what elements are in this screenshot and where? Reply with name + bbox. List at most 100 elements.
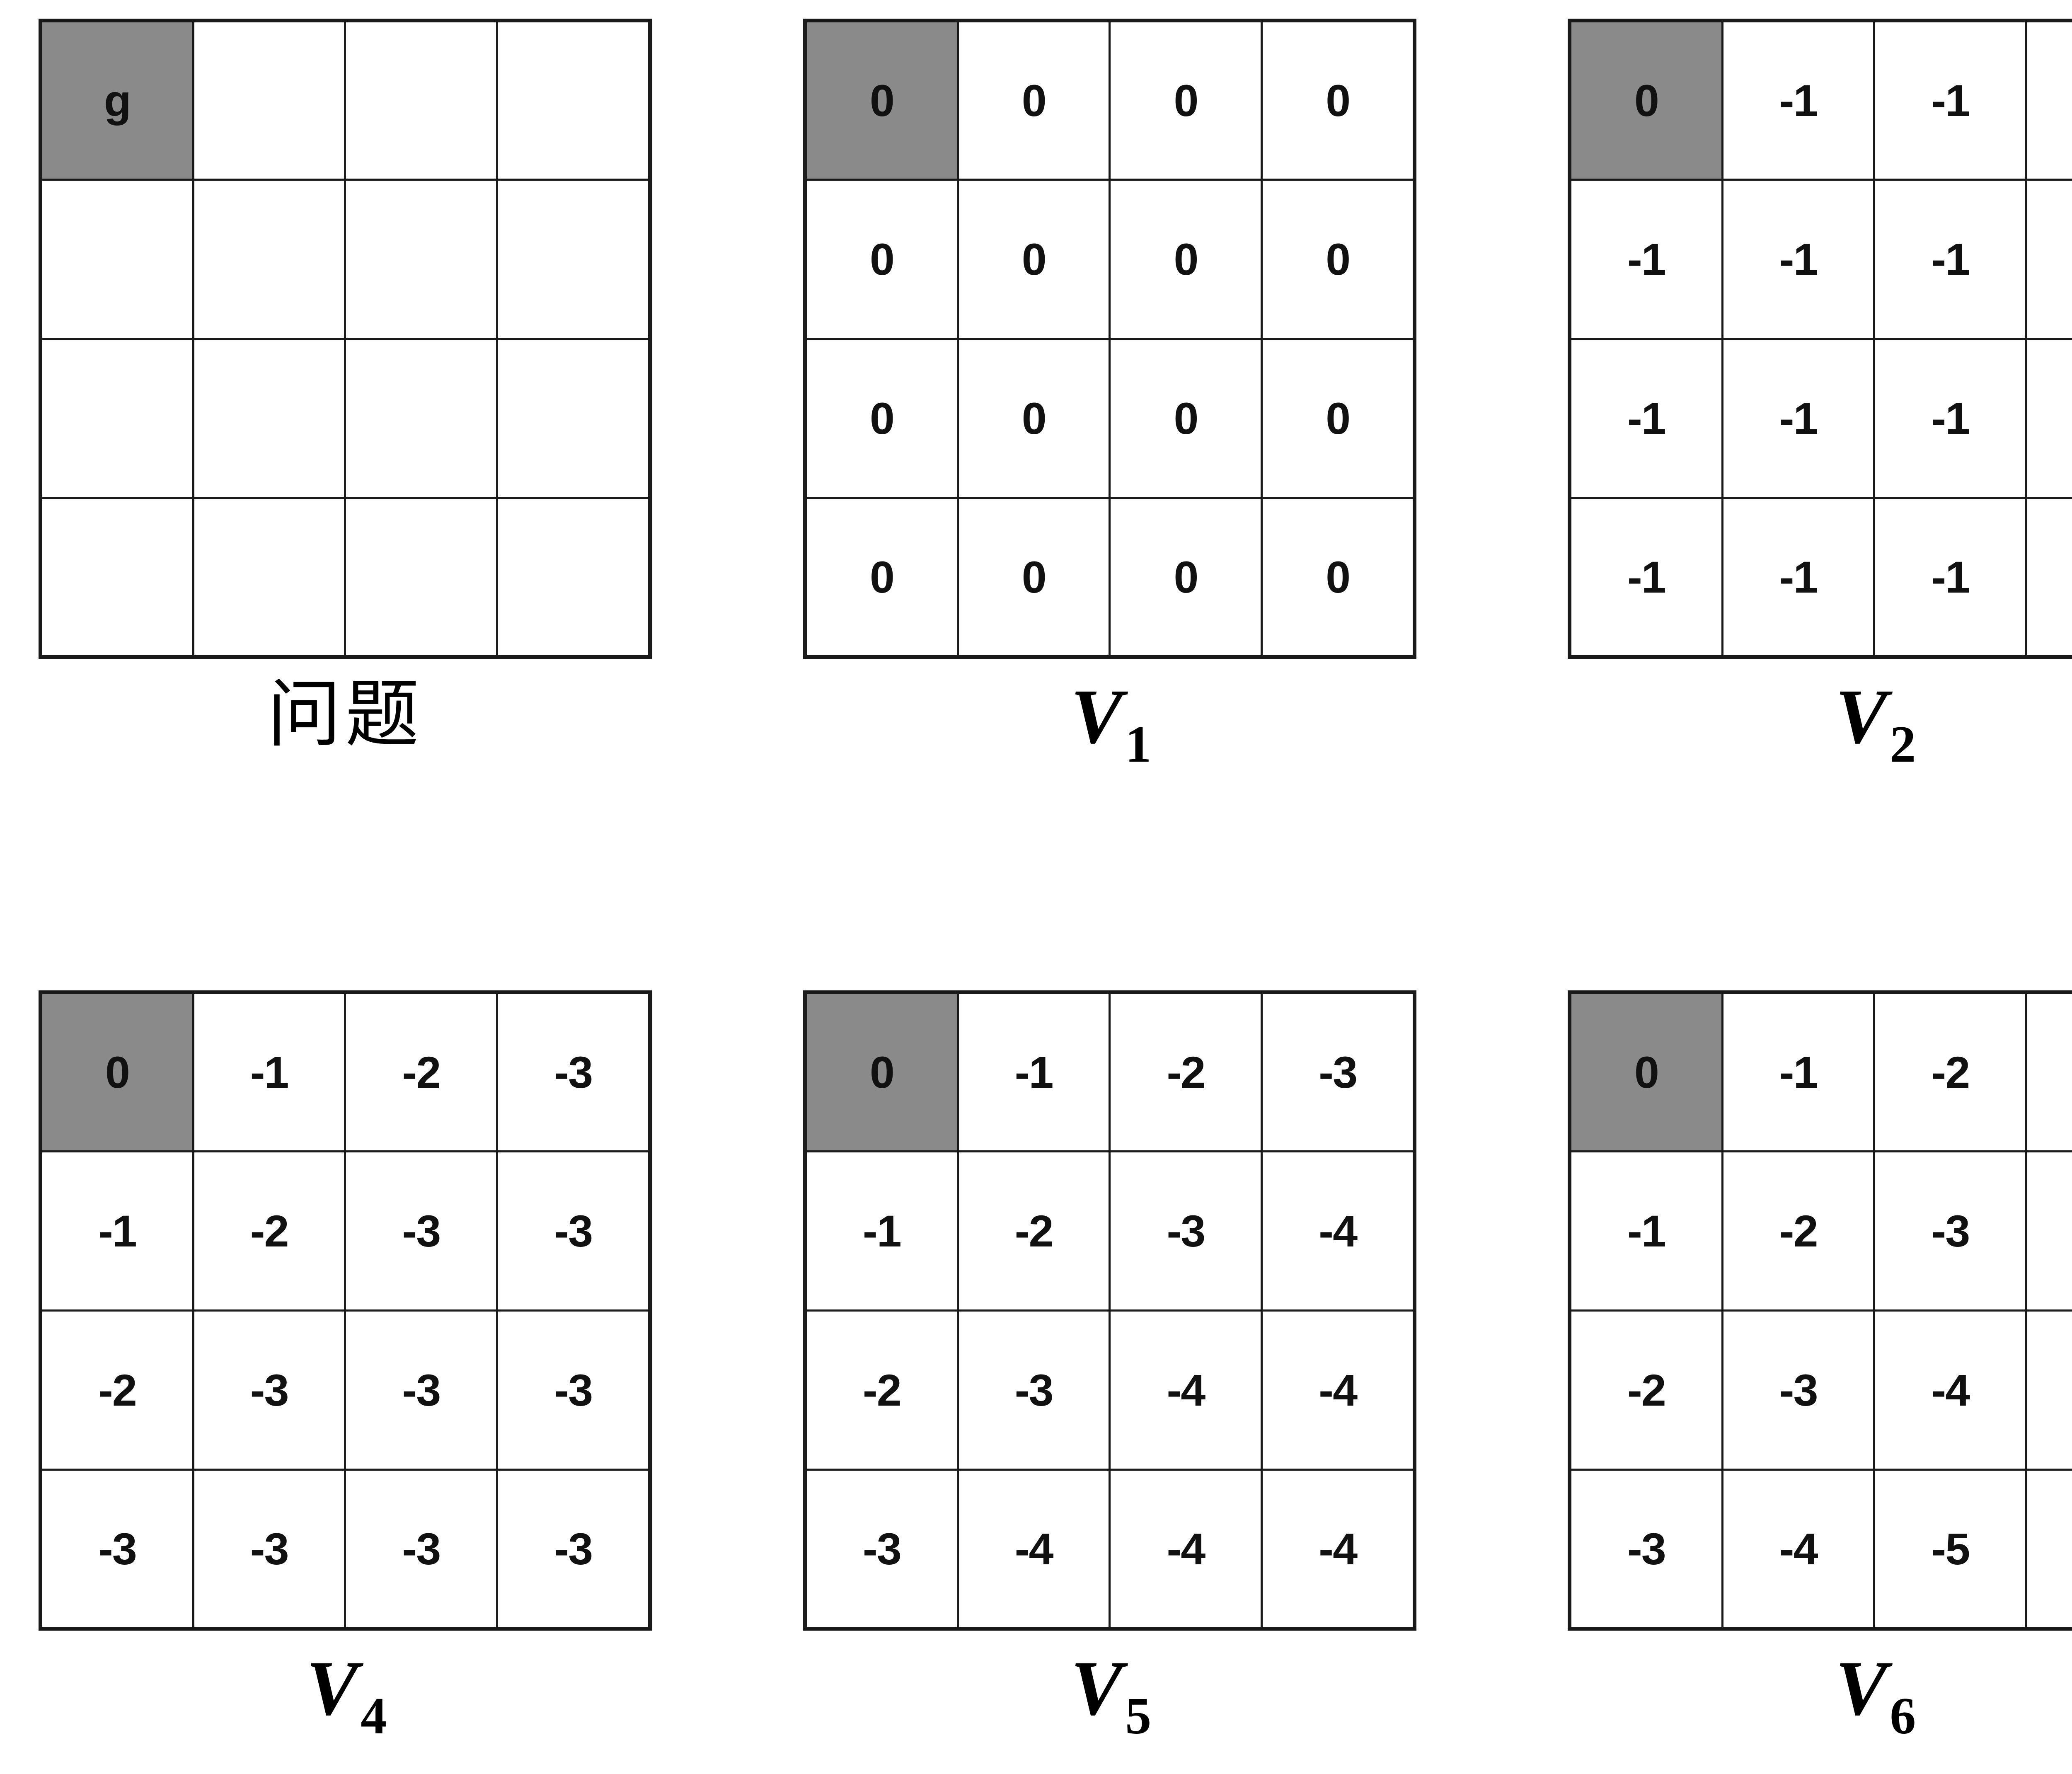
grid-cell-v4-r2c1[interactable]: -3 xyxy=(192,1309,346,1471)
grid-cell-v6-r2c0[interactable]: -2 xyxy=(1569,1309,1723,1471)
grid-cell-v4-r2c0[interactable]: -2 xyxy=(39,1309,194,1471)
grid-cell-v5-r1c3[interactable]: -4 xyxy=(1261,1150,1416,1312)
grid-cell-v2-r3c0[interactable]: -1 xyxy=(1569,497,1723,658)
grid-cell-v2-r2c2[interactable]: -1 xyxy=(1873,338,2028,499)
grid-cell-v5-r2c2[interactable]: -4 xyxy=(1109,1309,1263,1471)
grid-cell-v6-r3c2[interactable]: -5 xyxy=(1873,1469,2028,1630)
grid-cell-v4-r1c2[interactable]: -3 xyxy=(344,1150,499,1312)
grid-cell-v6-r1c2[interactable]: -3 xyxy=(1873,1150,2028,1312)
grid-cell-v4-r1c0[interactable]: -1 xyxy=(39,1150,194,1312)
grid-cell-v1-r1c3[interactable]: 0 xyxy=(1261,179,1416,340)
grid-cell-v1-r1c0[interactable]: 0 xyxy=(804,179,959,340)
panel-caption-v2: V2 xyxy=(1568,678,2072,771)
grid-cell-problem-r2c0[interactable] xyxy=(39,338,194,499)
grid-cell-v6-r3c0[interactable]: -3 xyxy=(1569,1469,1723,1630)
grid-cell-problem-r3c1[interactable] xyxy=(192,497,346,658)
grid-cell-problem-r3c2[interactable] xyxy=(344,497,499,658)
grid-cell-v6-r1c1[interactable]: -2 xyxy=(1721,1150,1876,1312)
grid-cell-problem-r3c0[interactable] xyxy=(39,497,194,658)
grid-cell-problem-r1c0[interactable] xyxy=(39,179,194,340)
caption-subscript-v4: 4 xyxy=(361,1687,387,1745)
grid-cell-v1-r2c0[interactable]: 0 xyxy=(804,338,959,499)
grid-cell-v6-r0c3[interactable]: -3 xyxy=(2025,991,2072,1152)
grid-cell-v1-r2c2[interactable]: 0 xyxy=(1109,338,1263,499)
grid-cell-v4-r3c3[interactable]: -3 xyxy=(496,1469,651,1630)
grid-cell-v1-r3c2[interactable]: 0 xyxy=(1109,497,1263,658)
grid-row xyxy=(39,179,651,340)
grid-cell-v2-r2c1[interactable]: -1 xyxy=(1721,338,1876,499)
grid-cell-v6-r2c1[interactable]: -3 xyxy=(1721,1309,1876,1471)
grid-cell-v5-r3c0[interactable]: -3 xyxy=(804,1469,959,1630)
grid-cell-problem-r2c2[interactable] xyxy=(344,338,499,499)
grid-cell-v2-r0c2[interactable]: -1 xyxy=(1873,19,2028,181)
grid-cell-v4-r2c3[interactable]: -3 xyxy=(496,1309,651,1471)
grid-cell-v2-r3c1[interactable]: -1 xyxy=(1721,497,1876,658)
grid-cell-problem-r1c1[interactable] xyxy=(192,179,346,340)
grid-cell-v2-r1c0[interactable]: -1 xyxy=(1569,179,1723,340)
grid-cell-v6-r0c1[interactable]: -1 xyxy=(1721,991,1876,1152)
grid-cell-v2-r2c3[interactable]: -1 xyxy=(2025,338,2072,499)
grid-cell-v4-r0c2[interactable]: -2 xyxy=(344,991,499,1152)
grid-cell-v5-r0c3[interactable]: -3 xyxy=(1261,991,1416,1152)
grid-cell-v6-r3c1[interactable]: -4 xyxy=(1721,1469,1876,1630)
grid-cell-v4-r3c2[interactable]: -3 xyxy=(344,1469,499,1630)
grid-cell-v5-r3c3[interactable]: -4 xyxy=(1261,1469,1416,1630)
grid-cell-terminal-v6[interactable]: 0 xyxy=(1569,991,1723,1152)
grid-cell-v4-r2c2[interactable]: -3 xyxy=(344,1309,499,1471)
grid-cell-v2-r3c3[interactable]: -1 xyxy=(2025,497,2072,658)
grid-cell-v4-r3c0[interactable]: -3 xyxy=(39,1469,194,1630)
grid-cell-v5-r0c1[interactable]: -1 xyxy=(956,991,1111,1152)
grid-cell-v1-r0c3[interactable]: 0 xyxy=(1261,19,1416,181)
grid-cell-terminal-v4[interactable]: 0 xyxy=(39,991,194,1152)
grid-cell-problem-r0c1[interactable] xyxy=(192,19,346,181)
grid-cell-v4-r3c1[interactable]: -3 xyxy=(192,1469,346,1630)
grid-cell-v2-r1c2[interactable]: -1 xyxy=(1873,179,2028,340)
grid-cell-v6-r2c3[interactable]: -5 xyxy=(2025,1309,2072,1471)
grid-cell-problem-r0c3[interactable] xyxy=(496,19,651,181)
grid-cell-v2-r1c1[interactable]: -1 xyxy=(1721,179,1876,340)
grid-cell-v5-r1c2[interactable]: -3 xyxy=(1109,1150,1263,1312)
grid-cell-terminal-problem[interactable]: g xyxy=(39,19,194,181)
grid-cell-v5-r3c1[interactable]: -4 xyxy=(956,1469,1111,1630)
grid-cell-v2-r1c3[interactable]: -1 xyxy=(2025,179,2072,340)
grid-cell-v1-r0c2[interactable]: 0 xyxy=(1109,19,1263,181)
grid-cell-v6-r0c2[interactable]: -2 xyxy=(1873,991,2028,1152)
grid-cell-v5-r0c2[interactable]: -2 xyxy=(1109,991,1263,1152)
grid-cell-problem-r3c3[interactable] xyxy=(496,497,651,658)
grid-cell-v1-r1c2[interactable]: 0 xyxy=(1109,179,1263,340)
grid-cell-v2-r0c3[interactable]: -1 xyxy=(2025,19,2072,181)
grid-cell-v1-r1c1[interactable]: 0 xyxy=(956,179,1111,340)
grid-cell-v5-r2c1[interactable]: -3 xyxy=(956,1309,1111,1471)
grid-cell-problem-r2c1[interactable] xyxy=(192,338,346,499)
grid-cell-v2-r0c1[interactable]: -1 xyxy=(1721,19,1876,181)
grid-cell-v4-r1c3[interactable]: -3 xyxy=(496,1150,651,1312)
grid-cell-v1-r3c0[interactable]: 0 xyxy=(804,497,959,658)
grid-cell-problem-r0c2[interactable] xyxy=(344,19,499,181)
grid-cell-v4-r0c3[interactable]: -3 xyxy=(496,991,651,1152)
grid-cell-v1-r0c1[interactable]: 0 xyxy=(956,19,1111,181)
grid-cell-v5-r1c1[interactable]: -2 xyxy=(956,1150,1111,1312)
grid-cell-v5-r2c3[interactable]: -4 xyxy=(1261,1309,1416,1471)
grid-cell-v5-r2c0[interactable]: -2 xyxy=(804,1309,959,1471)
grid-cell-v1-r2c3[interactable]: 0 xyxy=(1261,338,1416,499)
grid-cell-terminal-v5[interactable]: 0 xyxy=(804,991,959,1152)
grid-cell-v1-r3c3[interactable]: 0 xyxy=(1261,497,1416,658)
grid-cell-v6-r3c3[interactable]: -5 xyxy=(2025,1469,2072,1630)
grid-cell-v6-r2c2[interactable]: -4 xyxy=(1873,1309,2028,1471)
grid-cell-terminal-v1[interactable]: 0 xyxy=(804,19,959,181)
grid-cell-problem-r2c3[interactable] xyxy=(496,338,651,499)
grid-cell-v1-r3c1[interactable]: 0 xyxy=(956,497,1111,658)
grid-cell-v6-r1c3[interactable]: -4 xyxy=(2025,1150,2072,1312)
grid-cell-v4-r0c1[interactable]: -1 xyxy=(192,991,346,1152)
grid-cell-v5-r3c2[interactable]: -4 xyxy=(1109,1469,1263,1630)
grid-cell-v6-r1c0[interactable]: -1 xyxy=(1569,1150,1723,1312)
grid-cell-problem-r1c2[interactable] xyxy=(344,179,499,340)
grid-cell-v1-r2c1[interactable]: 0 xyxy=(956,338,1111,499)
grid-cell-v2-r2c0[interactable]: -1 xyxy=(1569,338,1723,499)
grid-cell-v2-r3c2[interactable]: -1 xyxy=(1873,497,2028,658)
grid-cell-v5-r1c0[interactable]: -1 xyxy=(804,1150,959,1312)
grid-cell-terminal-v2[interactable]: 0 xyxy=(1569,19,1723,181)
grid-cell-v4-r1c1[interactable]: -2 xyxy=(192,1150,346,1312)
grid-cell-problem-r1c3[interactable] xyxy=(496,179,651,340)
